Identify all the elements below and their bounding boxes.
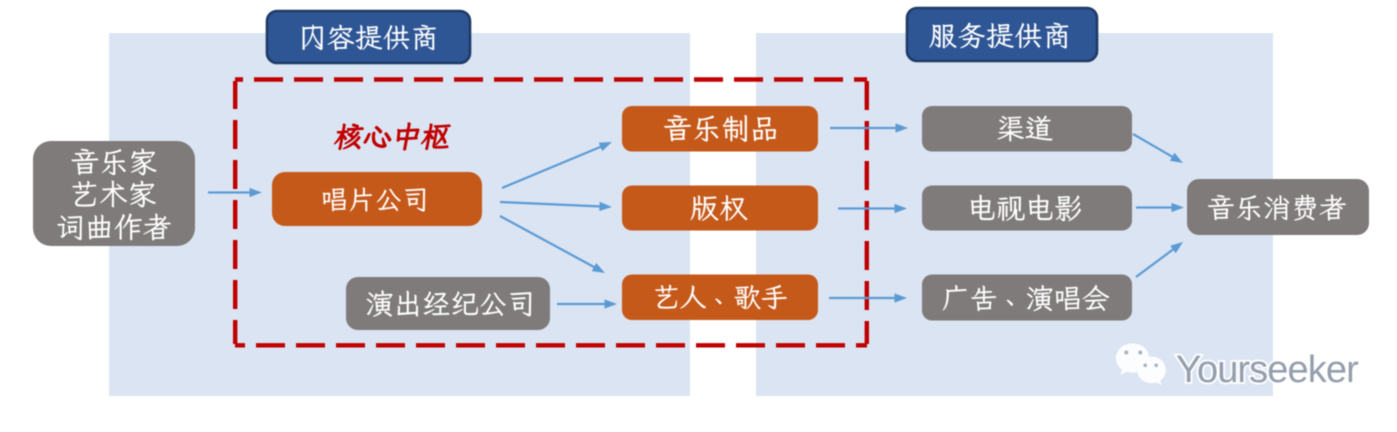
svg-text:Yourseeker: Yourseeker [1176,349,1359,391]
svg-text:Yourseeker: Yourseeker [1176,349,1359,391]
